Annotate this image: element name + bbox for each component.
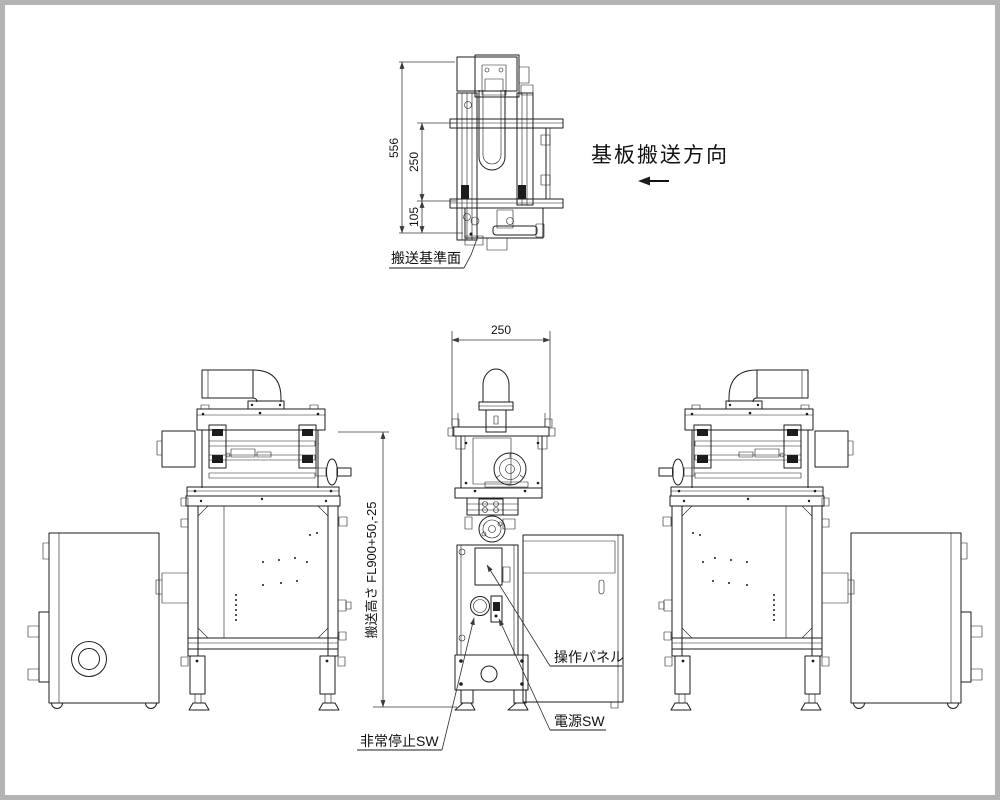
dim-front-width-250: 250 bbox=[491, 323, 511, 337]
dim-lower-105: 105 bbox=[407, 207, 421, 227]
handwheel-icon bbox=[493, 452, 527, 486]
callout-emergency-stop: 非常停止SW bbox=[357, 617, 475, 751]
machine-outline-drawing: 556 250 105 搬送基準面 基板搬送方向 bbox=[27, 54, 983, 751]
reference-plane-label: 搬送基準面 bbox=[391, 250, 461, 266]
callout-operation-panel: 操作パネル bbox=[486, 564, 624, 667]
emergency-stop-label: 非常停止SW bbox=[360, 733, 439, 749]
operation-panel[interactable] bbox=[474, 547, 503, 586]
transport-height-label: 搬送高さ FL900+50,-25 bbox=[364, 502, 379, 639]
height-dimension: 搬送高さ FL900+50,-25 bbox=[338, 431, 457, 708]
side-view-left bbox=[155, 369, 352, 711]
transport-direction: 基板搬送方向 bbox=[591, 144, 729, 186]
operation-panel-label: 操作パネル bbox=[554, 649, 624, 665]
cabinet-center-front bbox=[522, 534, 624, 709]
cabinet-left bbox=[27, 532, 160, 709]
adjust-wheel-icon bbox=[478, 515, 506, 543]
transport-direction-label: 基板搬送方向 bbox=[591, 144, 729, 167]
top-view: 556 250 105 搬送基準面 bbox=[387, 54, 564, 269]
power-switch-label: 電源SW bbox=[554, 713, 605, 729]
emergency-stop-button[interactable] bbox=[470, 596, 490, 616]
callout-power-switch: 電源SW bbox=[498, 618, 606, 731]
power-switch[interactable] bbox=[490, 595, 503, 623]
dim-overall-556: 556 bbox=[387, 138, 401, 158]
cabinet-right bbox=[850, 532, 983, 709]
cabinet-port-hole bbox=[71, 641, 107, 677]
front-view: 250 bbox=[447, 323, 556, 711]
dim-upper-250: 250 bbox=[407, 152, 421, 172]
side-view-right bbox=[658, 369, 855, 711]
left-arrow-icon bbox=[638, 176, 669, 186]
